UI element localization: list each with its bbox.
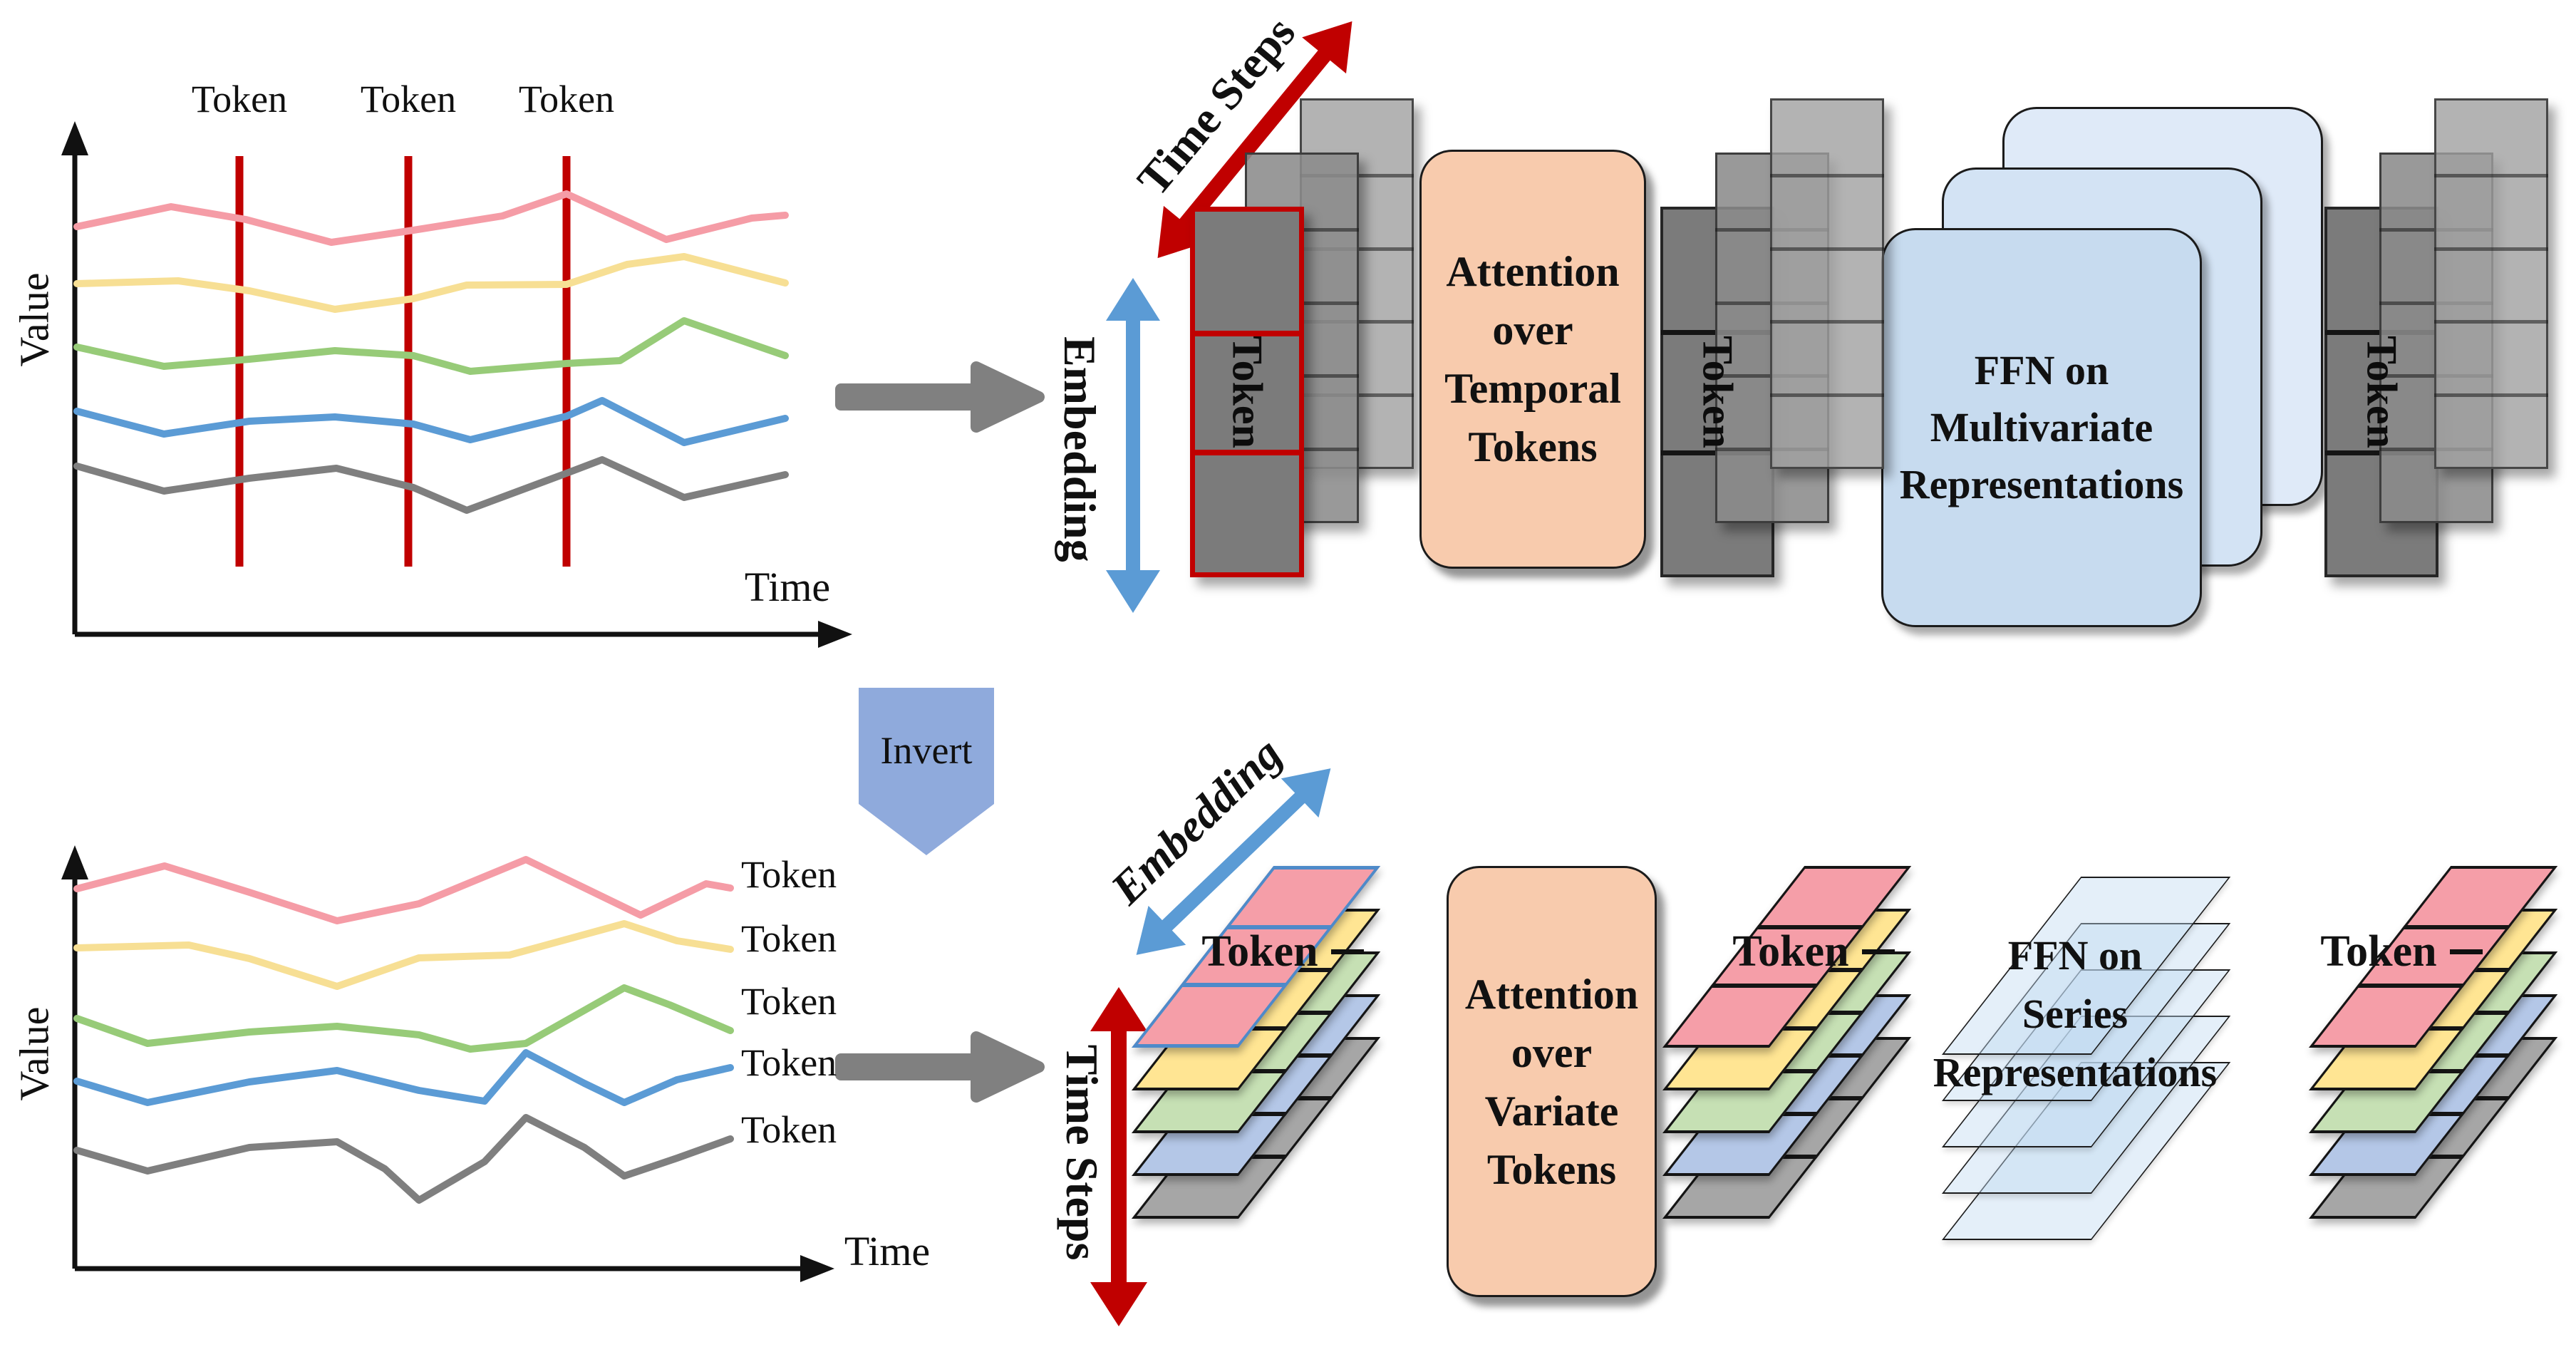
ffn-series-line-3: Representations <box>1933 1049 2218 1095</box>
attention-variate-box: Attention over Variate Tokens <box>1447 866 1657 1297</box>
embedding-label-top: Embedding <box>1055 336 1105 562</box>
ffn-multivariate-line-3: Representations <box>1899 461 2184 507</box>
bottom-chart-axes <box>61 845 834 1282</box>
ffn-series-label: FFN on Series Representations <box>1847 927 2303 1102</box>
variate-token-leader-3 <box>2450 949 2483 954</box>
variate-token-leader-2 <box>1862 949 1895 954</box>
time-steps-label-bottom: Time Steps <box>1057 1044 1107 1261</box>
temporal-token-column-back <box>2434 98 2548 469</box>
series-line-variate-1 <box>73 856 734 924</box>
attention-temporal-line-2: over <box>1492 306 1573 354</box>
bottom-chart-token-label-5: Token <box>741 1108 837 1151</box>
top-chart-token-label-1: Token <box>191 78 288 120</box>
top-chart-xlabel: Time <box>744 564 831 610</box>
series-line-variate-1 <box>73 190 789 246</box>
temporal-token-column-back <box>1770 98 1884 469</box>
series-line-variate-5 <box>73 1114 734 1204</box>
temporal-token-label-c: Token <box>2358 336 2406 448</box>
ffn-multivariate-line-1: FFN on <box>1974 347 2109 393</box>
ffn-multivariate-box: FFN on Multivariate Representations <box>1881 228 2202 627</box>
attention-variate-line-4: Tokens <box>1486 1145 1617 1193</box>
invert-label: Invert <box>880 729 973 772</box>
bottom-chart-token-label-2: Token <box>741 917 837 960</box>
variate-token-stack-output <box>2309 866 2565 1222</box>
ffn-series-line-1: FFN on <box>2007 932 2143 979</box>
series-line-variate-3 <box>73 317 789 375</box>
series-line-variate-4 <box>73 1049 734 1106</box>
series-line-variate-3 <box>73 984 734 1053</box>
bottom-chart-token-label-1: Token <box>741 853 837 896</box>
temporal-token-column-front <box>1190 207 1304 577</box>
series-line-variate-2 <box>73 920 734 990</box>
top-chart-token-label-2: Token <box>360 78 457 120</box>
bottom-chart-token-label-4: Token <box>741 1041 837 1084</box>
series-line-variate-2 <box>73 253 789 313</box>
attention-temporal-box: Attention over Temporal Tokens <box>1419 150 1646 569</box>
variate-token-leader-1 <box>1331 949 1364 954</box>
attention-variate-line-2: over <box>1511 1028 1593 1076</box>
flow-arrow-top-icon <box>835 361 1045 433</box>
variate-token-stack-embedded <box>1132 866 1388 1222</box>
series-line-variate-5 <box>73 456 789 514</box>
variate-token-label-1: Token <box>1201 927 1318 976</box>
embedding-arrow-top-icon <box>1106 278 1160 613</box>
series-line-variate-4 <box>73 397 789 446</box>
attention-temporal-line-3: Temporal <box>1444 365 1621 412</box>
top-chart-token-label-3: Token <box>518 78 615 120</box>
top-chart-ylabel: Value <box>11 272 58 367</box>
variate-token-label-3: Token <box>2320 927 2437 976</box>
temporal-token-label-a: Token <box>1224 336 1271 448</box>
attention-temporal-line-4: Tokens <box>1468 423 1598 470</box>
attention-variate-line-3: Variate <box>1484 1087 1619 1135</box>
bottom-chart-token-label-3: Token <box>741 980 837 1023</box>
top-chart-series <box>73 156 789 567</box>
temporal-token-stack-after-attention: Token <box>1660 98 2017 583</box>
bottom-chart-ylabel: Value <box>11 1006 58 1101</box>
ffn-series-line-2: Series <box>2022 991 2128 1037</box>
temporal-token-stack-embedded: Token <box>1190 98 1546 583</box>
attention-variate-line-1: Attention <box>1464 970 1639 1018</box>
attention-temporal-line-1: Attention <box>1446 248 1620 295</box>
ffn-multivariate-line-2: Multivariate <box>1930 404 2153 450</box>
bottom-chart-series <box>73 856 734 1204</box>
temporal-token-label-b: Token <box>1694 336 1742 448</box>
variate-token-label-2: Token <box>1732 927 1849 976</box>
temporal-token-stack-output: Token <box>2324 98 2576 583</box>
bottom-chart-xlabel: Time <box>844 1228 931 1274</box>
